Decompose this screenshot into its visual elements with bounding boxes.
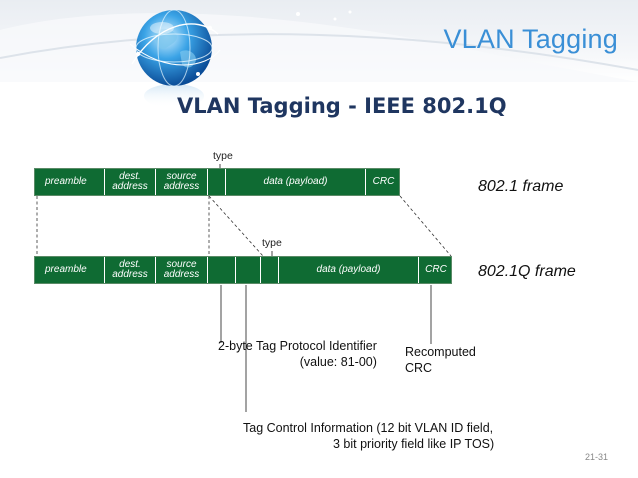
globe-icon bbox=[129, 9, 221, 108]
field-dest-address: dest.address bbox=[105, 169, 156, 195]
label-8021-frame: 802.1 frame bbox=[478, 178, 564, 195]
field-type bbox=[261, 257, 279, 283]
tpid-annotation: 2-byte Tag Protocol Identifier (value: 8… bbox=[218, 339, 377, 369]
type-label-bottom: type bbox=[262, 237, 282, 249]
crc-annotation: Recomputed CRC bbox=[405, 345, 476, 375]
field-type bbox=[208, 169, 226, 195]
label-8021q-frame: 802.1Q frame bbox=[478, 263, 576, 280]
field-tpid bbox=[208, 257, 236, 283]
field-crc: CRC bbox=[425, 264, 447, 275]
field-preamble: preamble bbox=[35, 169, 105, 195]
slide-title: VLAN Tagging bbox=[443, 24, 618, 54]
field-crc: CRC bbox=[372, 176, 395, 187]
field-data-payload: data (payload) bbox=[226, 169, 366, 195]
field-tci bbox=[236, 257, 261, 283]
page-number: 21-31 bbox=[584, 452, 608, 462]
field-preamble: preamble bbox=[35, 257, 105, 283]
field-data-payload: data (payload) bbox=[279, 257, 419, 283]
field-dest-address: dest.address bbox=[105, 257, 156, 283]
tci-annotation: Tag Control Information (12 bit VLAN ID … bbox=[243, 421, 495, 451]
slide-subtitle: VLAN Tagging - IEEE 802.1Q bbox=[177, 94, 507, 118]
type-label-top: type bbox=[213, 150, 233, 162]
